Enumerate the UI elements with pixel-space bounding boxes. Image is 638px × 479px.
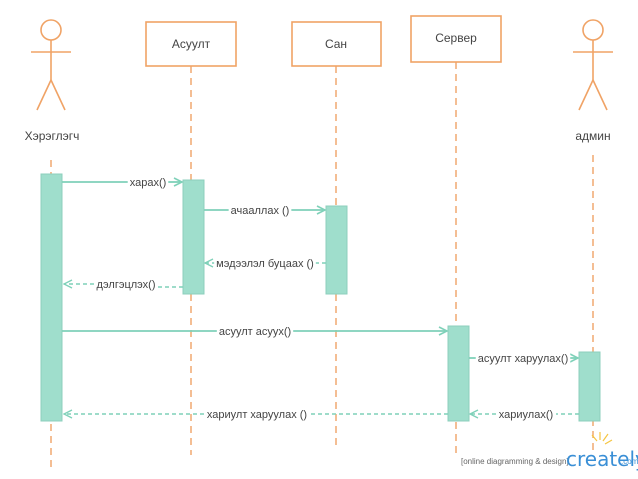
message-5-label: асуулт асуух() [219,326,291,338]
object-db: Сан [291,21,382,67]
actor-admin-label: админ [575,129,610,143]
watermark-tagline: [online diagramming & design] [461,457,569,466]
object-query: Асуулт [145,21,237,67]
message-3: мэдээлэл буцаах () [205,257,326,271]
message-7-label: хариулах() [499,409,553,421]
message-6: асуулт харуулах() [469,352,578,366]
object-server-label: Сервер [435,31,477,45]
actor-user-label: Хэрэглэгч [25,129,80,143]
activation-query [182,179,205,295]
activation-admin [578,351,601,422]
creately-watermark: [online diagramming & design] creately .… [461,432,638,471]
actor-user [31,19,71,111]
actor-admin [573,19,613,111]
message-2: ачааллах () [204,204,325,218]
message-4-label: дэлгэцлэх() [97,279,156,291]
message-8-label: хариулт харуулах () [207,409,307,421]
message-3-label: мэдээлэл буцаах () [216,258,314,270]
watermark-suffix: .com [621,457,638,466]
object-db-label: Сан [325,37,347,51]
message-6-label: асуулт харуулах() [478,353,569,365]
message-2-label: ачааллах () [231,205,290,217]
message-5: асуулт асуух() [62,325,447,339]
message-4: дэлгэцлэх() [64,278,183,292]
message-1: харах() [62,176,182,190]
activations [40,173,601,422]
message-1-label: харах() [130,177,167,189]
object-query-label: Асуулт [172,37,211,51]
creately-burst-icon [591,432,613,445]
activation-user [40,173,63,422]
object-server: Сервер [410,15,502,63]
message-7: хариулах() [470,408,579,422]
activation-server [447,325,470,422]
watermark-logo: creately [566,447,638,471]
message-8: хариулт харуулах () [64,408,448,422]
activation-db [325,205,348,295]
